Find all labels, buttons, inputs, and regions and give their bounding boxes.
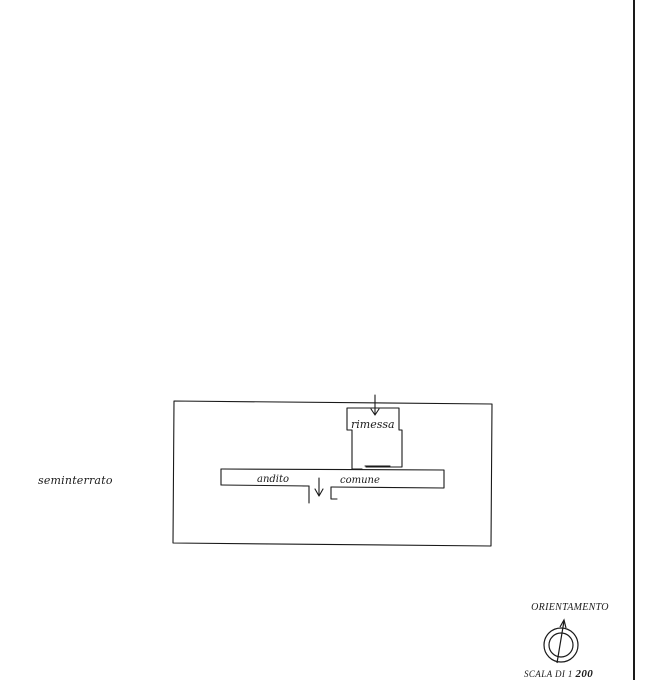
sheet-right-border	[633, 0, 635, 680]
orientation-label: ORIENTAMENTO	[531, 602, 609, 613]
scale-prefix: SCALA DI 1	[524, 669, 573, 679]
room-label-corridor-left: andito	[257, 474, 289, 485]
garage-outline	[346, 407, 403, 470]
room-label-garage: rimessa	[351, 418, 395, 431]
scale-label: SCALA DI 1 200	[524, 668, 620, 680]
property-boundary	[172, 400, 493, 547]
north-arrow-compass-icon	[543, 618, 579, 664]
floor-label: seminterrato	[38, 474, 113, 487]
corridor-outline	[220, 468, 445, 489]
scale-value: 200	[575, 668, 594, 680]
arrow-down-icon	[314, 477, 324, 497]
opening-right-jamb	[330, 486, 338, 500]
arrow-down-icon	[370, 394, 380, 416]
room-label-corridor-right: comune	[340, 475, 380, 486]
